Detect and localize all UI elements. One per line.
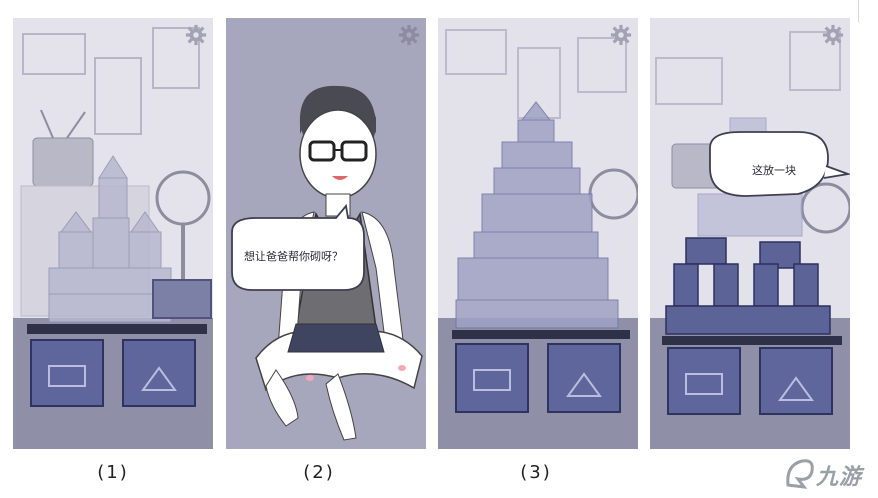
- gear-icon[interactable]: [610, 24, 632, 46]
- gear-icon[interactable]: [398, 24, 420, 46]
- scene-block-tower-preview: [438, 18, 638, 449]
- screenshot-panel-2: 想让爸爸帮你砌呀？: [226, 18, 426, 449]
- screenshot-panel-1: [13, 18, 213, 449]
- scene-dad-sitting: [226, 18, 426, 449]
- screenshot-panel-3: [438, 18, 638, 449]
- gear-icon[interactable]: [185, 24, 207, 46]
- screenshot-panel-4: 这放一块: [650, 18, 850, 449]
- watermark-logo-icon: [786, 459, 814, 489]
- scene-room-blocks-faded: [13, 18, 213, 449]
- scene-block-tower-placing: [650, 18, 850, 449]
- caption-panel-1: (1): [97, 462, 129, 483]
- page-corner-divider: [858, 0, 877, 22]
- gear-icon[interactable]: [822, 24, 844, 46]
- caption-panel-3: (3): [520, 462, 552, 483]
- speech-bubble-text: 想让爸爸帮你砌呀？: [244, 250, 343, 263]
- speech-bubble-text: 这放一块: [752, 164, 796, 177]
- watermark-text: 九游: [816, 465, 863, 490]
- caption-panel-2: (2): [303, 462, 335, 483]
